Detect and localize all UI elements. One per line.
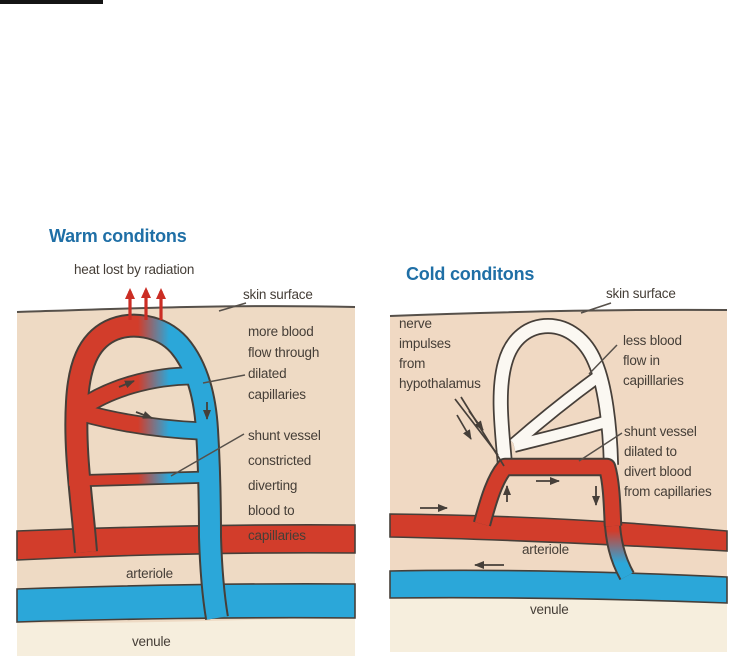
warm-conditions-title: Warm conditons — [49, 226, 187, 246]
cold-arteriole-label: arteriole — [522, 542, 569, 557]
cold-capillary-loop-empty — [494, 319, 618, 466]
warm-venule-label: venule — [132, 634, 171, 649]
top-left-bar — [0, 0, 103, 4]
pointer-line — [580, 302, 612, 314]
cold-capillary-branch-empty — [512, 415, 610, 452]
cold-venule-label: venule — [530, 602, 569, 617]
warm-deep-tissue-area — [17, 617, 355, 656]
cold-panel — [389, 302, 728, 652]
warm-shunt-vessel-constricted — [68, 472, 213, 486]
warm-arteriole-vessel — [16, 524, 356, 561]
cold-arteriole-vessel — [389, 513, 728, 552]
warm-pointer-lines — [170, 302, 247, 477]
nerve-pointer-line — [460, 396, 505, 467]
pointer-line — [170, 433, 245, 477]
warm-capillary-branch — [80, 405, 202, 439]
cold-capillary-branch-empty — [510, 371, 603, 448]
cold-deep-tissue-area — [390, 597, 727, 652]
cold-venule-vessel — [389, 569, 728, 604]
cold-shunt-vessel-dilated — [474, 459, 621, 527]
nerve-impulse-lines — [454, 396, 505, 467]
warm-capillary-loop — [66, 315, 227, 620]
nerve-impulses-label: nerve impulses from hypothalamus — [399, 316, 481, 391]
heat-radiation-arrows — [125, 287, 166, 320]
pointer-line — [218, 302, 247, 312]
pointer-line — [202, 374, 246, 384]
warm-venule-vessel — [16, 583, 356, 623]
flow-arrow — [118, 380, 135, 389]
cold-capillary-label: less blood flow in capilllaries — [623, 333, 684, 388]
warm-panel — [16, 287, 356, 656]
flow-arrow — [135, 411, 153, 419]
nerve-impulse-arrow — [468, 410, 484, 431]
warm-flow-arrows — [118, 380, 211, 420]
warm-arteriole-label: arteriole — [126, 566, 173, 581]
nerve-impulse-arrow — [456, 414, 472, 440]
warm-skin-surface-line — [16, 305, 356, 313]
pointer-line — [588, 344, 618, 375]
warm-capillary-label: more blood flow through dilated capillar… — [248, 324, 320, 402]
warm-skin-surface-label: skin surface — [243, 287, 313, 302]
cold-skin-surface-line — [389, 308, 728, 317]
cold-pointer-lines — [578, 302, 623, 462]
warm-shunt-label: shunt vessel constricted diverting blood… — [248, 428, 321, 543]
cold-skin-surface-label: skin surface — [606, 286, 676, 301]
heat-lost-label: heat lost by radiation — [74, 262, 195, 277]
pointer-line — [578, 432, 623, 462]
cold-flow-arrows — [420, 477, 600, 569]
cold-capillary-loop-empty — [494, 319, 618, 466]
cold-conditions-title: Cold conditons — [406, 264, 535, 284]
cold-shunt-label: shunt vessel dilated to divert blood fro… — [624, 424, 712, 499]
